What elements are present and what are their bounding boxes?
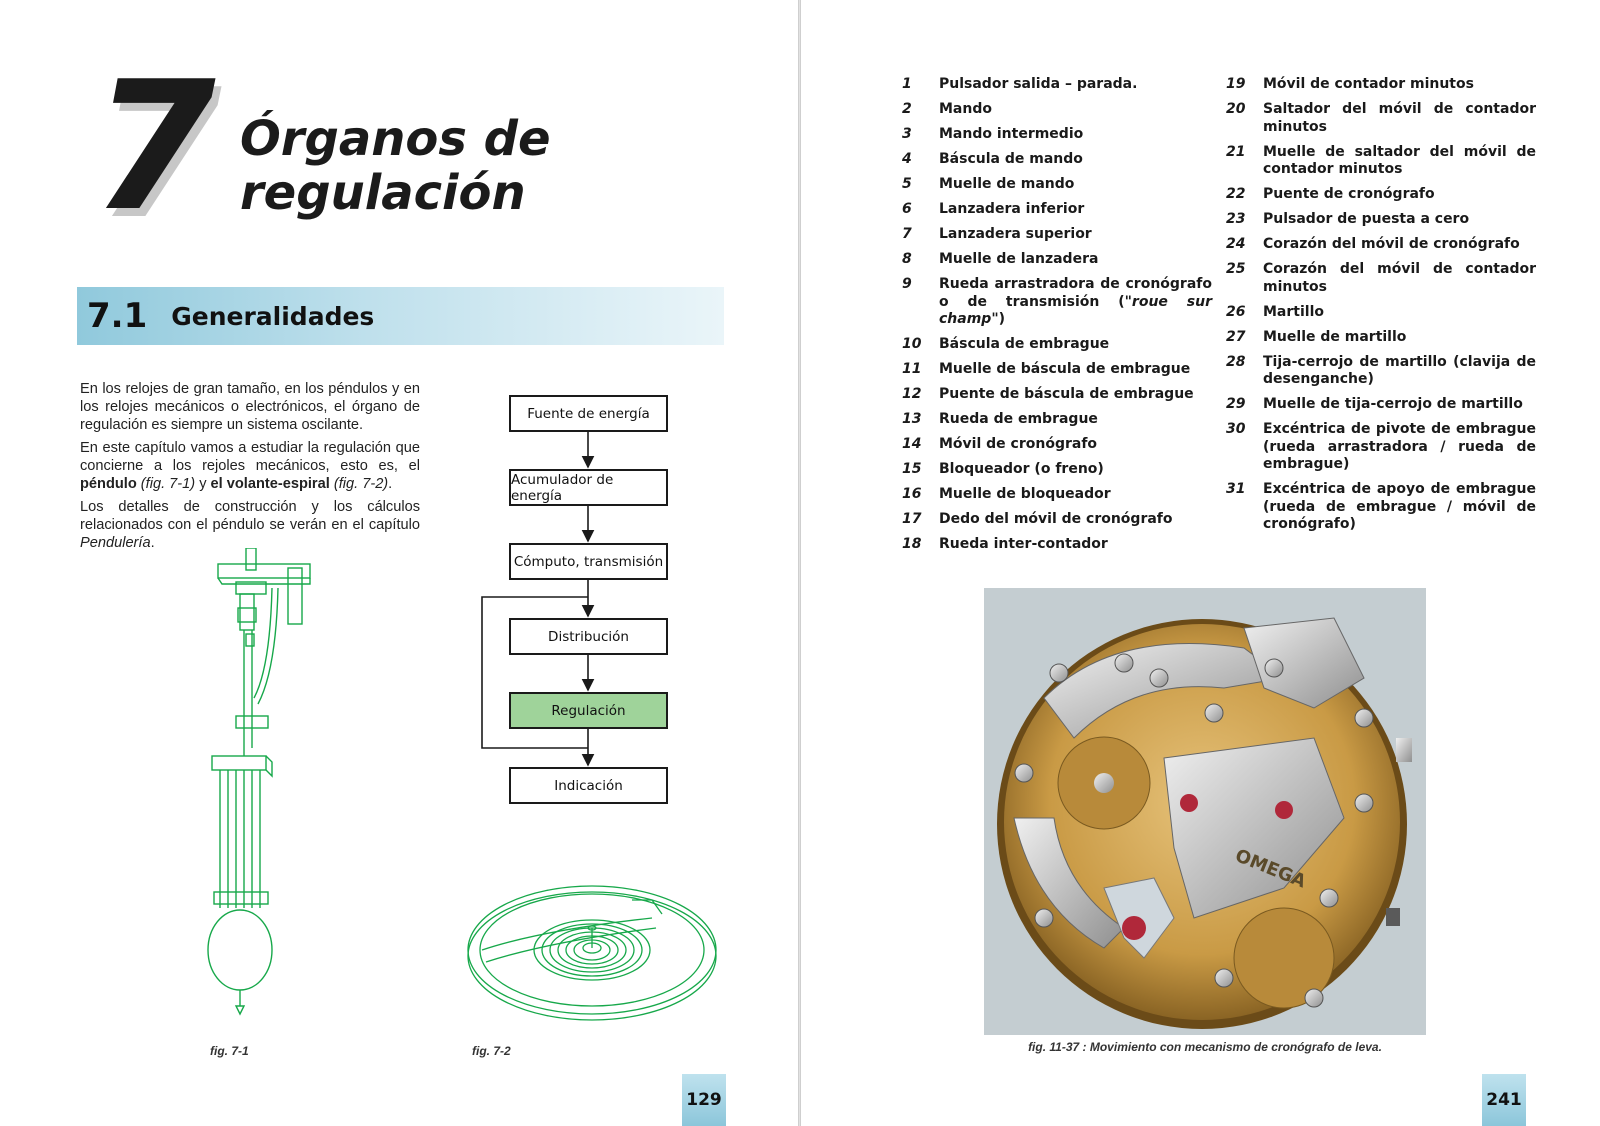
flowchart: Fuente de energía Acumulador de energía … (470, 395, 700, 825)
flow-box-energy-accumulator: Acumulador de energía (509, 469, 668, 506)
photo-caption: fig. 11-37 : Movimiento con mecanismo de… (1028, 1040, 1382, 1054)
chapter-title-line1: Órganos de (240, 111, 551, 167)
section-number: 7.1 (87, 296, 148, 336)
page-number: 129 (682, 1074, 726, 1126)
flowchart-connectors (481, 432, 595, 767)
left-page: 7 7 Órganos de regulación 7.1 Generalida… (0, 0, 799, 1126)
flow-box-transmission: Cómputo, transmisión (509, 543, 668, 580)
page-number: 241 (1482, 1074, 1526, 1126)
paragraph: Los detalles de construcción y los cálcu… (80, 499, 420, 551)
chapter-title-line2: regulación (240, 165, 526, 221)
paragraph: En este capítulo vamos a estudiar la reg… (80, 440, 420, 492)
chronograph-movement-photo: OMEGA (984, 588, 1426, 1035)
chapter-number: 7 7 (92, 43, 222, 258)
paragraph: En los relojes de gran tamaño, en los pé… (80, 381, 420, 433)
fig-caption: fig. 7-2 (472, 1044, 511, 1058)
pendulum-illustration (207, 548, 311, 1016)
fig-caption: fig. 7-1 (210, 1044, 249, 1058)
balance-wheel-illustration (467, 885, 717, 1021)
movement-drawing: OMEGA (984, 588, 1426, 1035)
flow-box-distribution: Distribución (509, 618, 668, 655)
flow-box-indication: Indicación (509, 767, 668, 804)
section-header: 7.1 Generalidades (77, 287, 724, 345)
chapter-title: Órganos de regulación (240, 112, 551, 220)
flow-box-energy-source: Fuente de energía (509, 395, 668, 432)
body-text: En los relojes de gran tamaño, en los pé… (80, 380, 420, 557)
flow-box-regulation: Regulación (509, 692, 668, 729)
section-title: Generalidades (171, 301, 375, 331)
